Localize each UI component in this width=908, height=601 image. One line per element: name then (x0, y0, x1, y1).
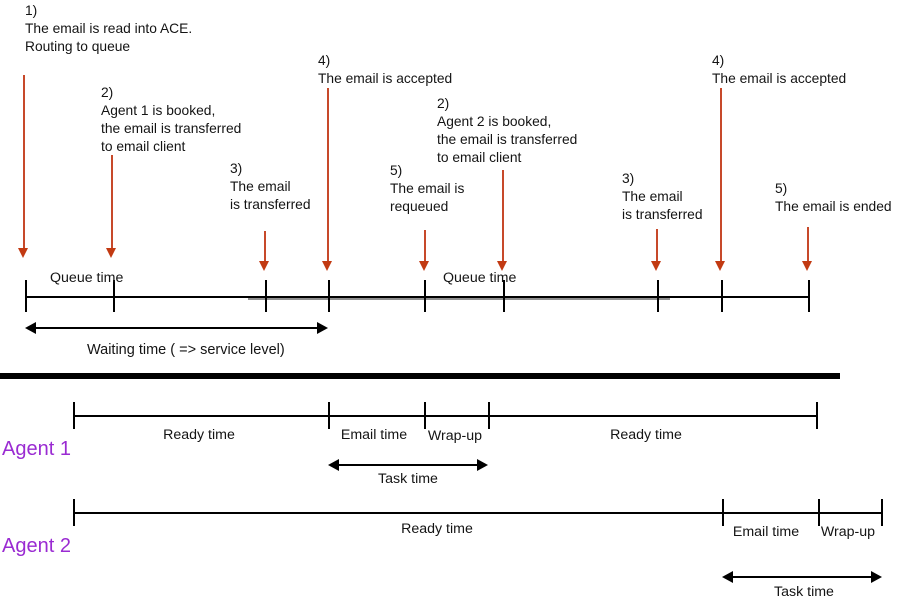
agent2-tick-3 (818, 499, 820, 526)
note-email-read-into-ace: 1) The email is read into ACE. Routing t… (25, 3, 193, 54)
note-email-requeued: 5) The email is requeued (390, 163, 465, 214)
queue-tick-2 (113, 280, 115, 312)
agent1-name-label: Agent 1 (2, 438, 71, 460)
agent2-email-time-label: Email time (732, 524, 800, 540)
queue-tick-1 (25, 280, 27, 312)
note-agent1-booked: 2) Agent 1 is booked, the email is trans… (101, 85, 242, 154)
note-email-accepted-second: 4) The email is accepted (712, 53, 847, 86)
down-arrow-icon-event5-requeued (419, 230, 430, 271)
agent1-task-time-label: Task time (378, 471, 438, 487)
agent1-task-time-arrow-icon (328, 459, 488, 471)
agent2-task-time-arrow-icon (722, 571, 882, 583)
down-arrow-icon-event2-agent1 (106, 155, 117, 258)
agent2-timeline-axis (73, 512, 882, 514)
queue-tick-9 (808, 280, 810, 312)
queue-time-label-left: Queue time (50, 270, 124, 286)
down-arrow-icon-event5-ended (802, 227, 813, 271)
note-agent2-booked: 2) Agent 2 is booked, the email is trans… (437, 96, 578, 165)
agent1-tick-3 (424, 402, 426, 429)
agent1-timeline-axis (73, 415, 817, 417)
agent1-tick-4 (488, 402, 490, 429)
agent2-tick-2 (722, 499, 724, 526)
queue-tick-3 (265, 280, 267, 312)
down-arrow-icon-event4-second (715, 88, 726, 271)
queue-tick-5 (424, 280, 426, 312)
agent2-task-time-label: Task time (774, 584, 834, 600)
agent2-wrap-up-label: Wrap-up (820, 524, 876, 540)
queue-time-label-right: Queue time (443, 270, 517, 286)
note-email-transferred-first: 3) The email is transferred (230, 161, 311, 212)
queue-tick-6 (503, 280, 505, 312)
agent1-email-time-label: Email time (340, 427, 408, 443)
waiting-time-label: Waiting time ( => service level) (87, 342, 285, 358)
down-arrow-icon-event3-first (259, 231, 270, 271)
agent2-tick-1 (73, 499, 75, 526)
agent2-tick-4 (881, 499, 883, 526)
down-arrow-icon-event4-first (322, 88, 333, 271)
agent2-name-label: Agent 2 (2, 535, 71, 557)
agent1-tick-1 (73, 402, 75, 429)
agent1-ready-time-label-2: Ready time (610, 427, 682, 443)
agent1-ready-time-label-1: Ready time (163, 427, 235, 443)
note-email-accepted-first: 4) The email is accepted (318, 53, 453, 86)
agent1-wrap-up-label: Wrap-up (427, 428, 483, 444)
note-email-ended: 5) The email is ended (775, 181, 892, 214)
note-email-transferred-second: 3) The email is transferred (622, 171, 703, 222)
down-arrow-icon-event3-second (651, 229, 662, 271)
down-arrow-icon-event2-agent2 (497, 170, 508, 271)
down-arrow-icon-event1 (18, 75, 29, 258)
queue-tick-8 (721, 280, 723, 312)
queue-tick-4 (328, 280, 330, 312)
queue-timeline-gray-segment (248, 297, 670, 300)
queue-tick-7 (657, 280, 659, 312)
agent1-tick-5 (816, 402, 818, 429)
waiting-time-arrow-icon (25, 322, 328, 334)
agent2-ready-time-label: Ready time (401, 521, 473, 537)
queue-timeline-axis (25, 296, 808, 298)
agent1-tick-2 (328, 402, 330, 429)
section-divider (0, 373, 840, 379)
